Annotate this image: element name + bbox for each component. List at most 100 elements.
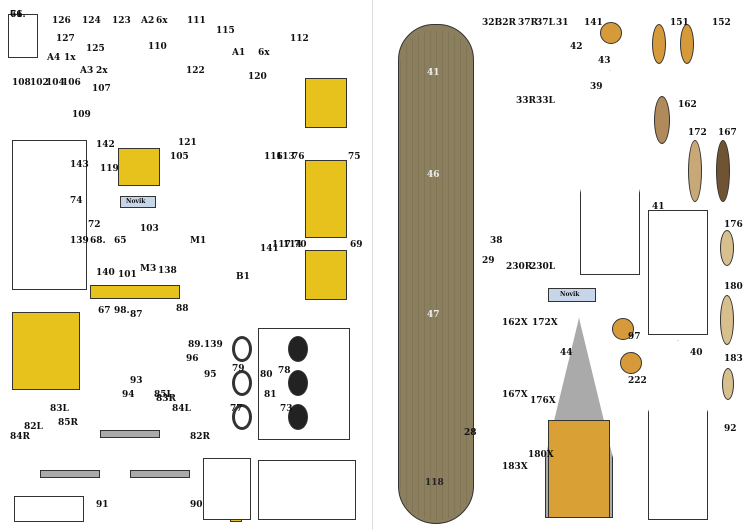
boat-183 [722,368,734,400]
part-label: 114 [283,240,302,250]
part-label: 183 [724,354,743,364]
part-label: 83L [50,404,69,414]
part-label: 83R [156,394,177,404]
part-label: 89. [188,340,204,350]
label-plate-novik-2 [548,288,596,302]
part-label: 151 [670,18,689,28]
part-label: 98. [114,306,130,316]
part-label: 78 [278,366,291,376]
part-label: 87 [130,310,143,320]
part-label: 152 [712,18,731,28]
part-label: B1 [236,272,250,282]
black-oval-72 [288,370,308,396]
part-label: 90 [190,500,203,510]
part-label: 41 [652,202,665,212]
gray-angle-1 [40,470,100,478]
part-label: 70 [294,240,307,250]
part-label: 66. [10,10,26,20]
part-label: 125 [86,44,105,54]
part-label: 103 [140,224,159,234]
part-label: 88 [176,304,189,314]
part-label: 222 [628,376,647,386]
yellow-panel-large [12,312,80,390]
part-label: 33R [516,96,537,106]
disc-222 [620,352,642,374]
part-label: 127 [56,34,75,44]
part-label: 33L [536,96,555,106]
part-label: 106 [62,78,81,88]
part-label: 73 [280,404,293,414]
sheet-divider [372,0,373,530]
part-label: 75 [348,152,361,162]
part-label: 32L [482,18,501,28]
black-oval-73 [288,336,308,362]
oval-77 [232,336,252,362]
part-label: 183X [502,462,528,472]
frame-47-43 [258,460,356,520]
part-label: 139 [70,236,89,246]
part-label: 112 [290,34,309,44]
part-label: 39 [590,82,603,92]
yellow-panel-143 [118,148,160,186]
part-label: 230L [530,262,556,272]
oval-71 [232,404,252,430]
part-label: 95 [204,370,217,380]
part-label: A4 [47,53,61,63]
part-label: 38 [490,236,503,246]
part-label: 116 [264,152,283,162]
part-label: 94 [122,390,135,400]
part-label: 180 [724,282,743,292]
label-plate-text-2: Novik [560,291,580,298]
frame-90 [14,496,84,522]
part-label: 31 [556,18,569,28]
part-label: 126 [52,16,71,26]
part-label: 77 [230,404,243,414]
part-label: 176X [530,396,556,406]
part-label: 67 [98,306,111,316]
part-label: 172X [532,318,558,328]
part-label: 68. [90,236,106,246]
deck-number-118: 118 [425,478,444,488]
disc-97 [612,318,634,340]
part-label: 82L [24,422,43,432]
part-label: 71 [10,10,23,20]
part-label: 107 [92,84,111,94]
part-label: 140 [96,268,115,278]
part-label: 142 [96,140,115,150]
part-label: 37L [536,18,555,28]
part-label: 69 [350,240,363,250]
part-label: M3 [140,264,157,274]
part-label: A1 [232,48,246,58]
yellow-panel-72 [305,160,347,238]
part-label: 6x [156,16,168,26]
part-label: 28 [464,428,477,438]
boat-180 [720,295,734,345]
part-label: 111 [187,16,206,26]
part-label: 74 [70,196,83,206]
part-label: A2 [141,16,155,26]
part-label: 96 [186,354,199,364]
part-label: 119 [100,164,119,174]
deck-number-41: 41 [427,68,440,78]
oval-76 [232,370,252,396]
part-label: 85R [58,418,79,428]
part-label: 29 [482,256,495,266]
part-label: 117 [272,240,291,250]
part-label: 1x [64,53,76,63]
part-label: 121 [178,138,197,148]
part-label: 43 [598,56,611,66]
deck-insert-44-orange [548,420,610,518]
part-label: 141 [260,244,279,254]
hull-41 [648,210,708,335]
boat-151-a [652,24,666,64]
part-label: 104 [46,78,65,88]
part-label: 84L [172,404,191,414]
gray-angle-2 [100,430,160,438]
deck-number-47: 47 [427,310,440,320]
part-label: 101 [118,270,137,280]
part-label: 180X [528,450,554,460]
part-label: 172 [688,128,707,138]
label-plate-text-1: Novik [126,198,146,205]
part-label: 44 [560,348,573,358]
part-label: 82R [190,432,211,442]
